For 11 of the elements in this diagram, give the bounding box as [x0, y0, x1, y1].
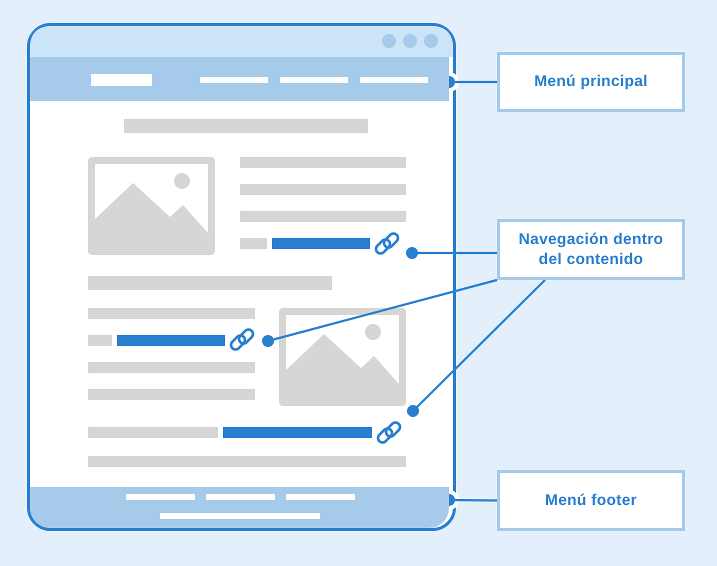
callout-label: Menú footer	[545, 490, 637, 510]
callout-box	[497, 470, 685, 531]
leader-line	[406, 247, 497, 259]
navigation-bar	[30, 57, 449, 101]
footer-bar	[30, 487, 449, 528]
leader-line	[407, 279, 546, 417]
callout-label: Menú principal	[534, 72, 648, 92]
callout-box	[497, 52, 685, 112]
callout-label: Navegación dentro del contenido	[518, 230, 664, 270]
callout-box	[497, 219, 685, 280]
leader-line	[262, 278, 498, 347]
